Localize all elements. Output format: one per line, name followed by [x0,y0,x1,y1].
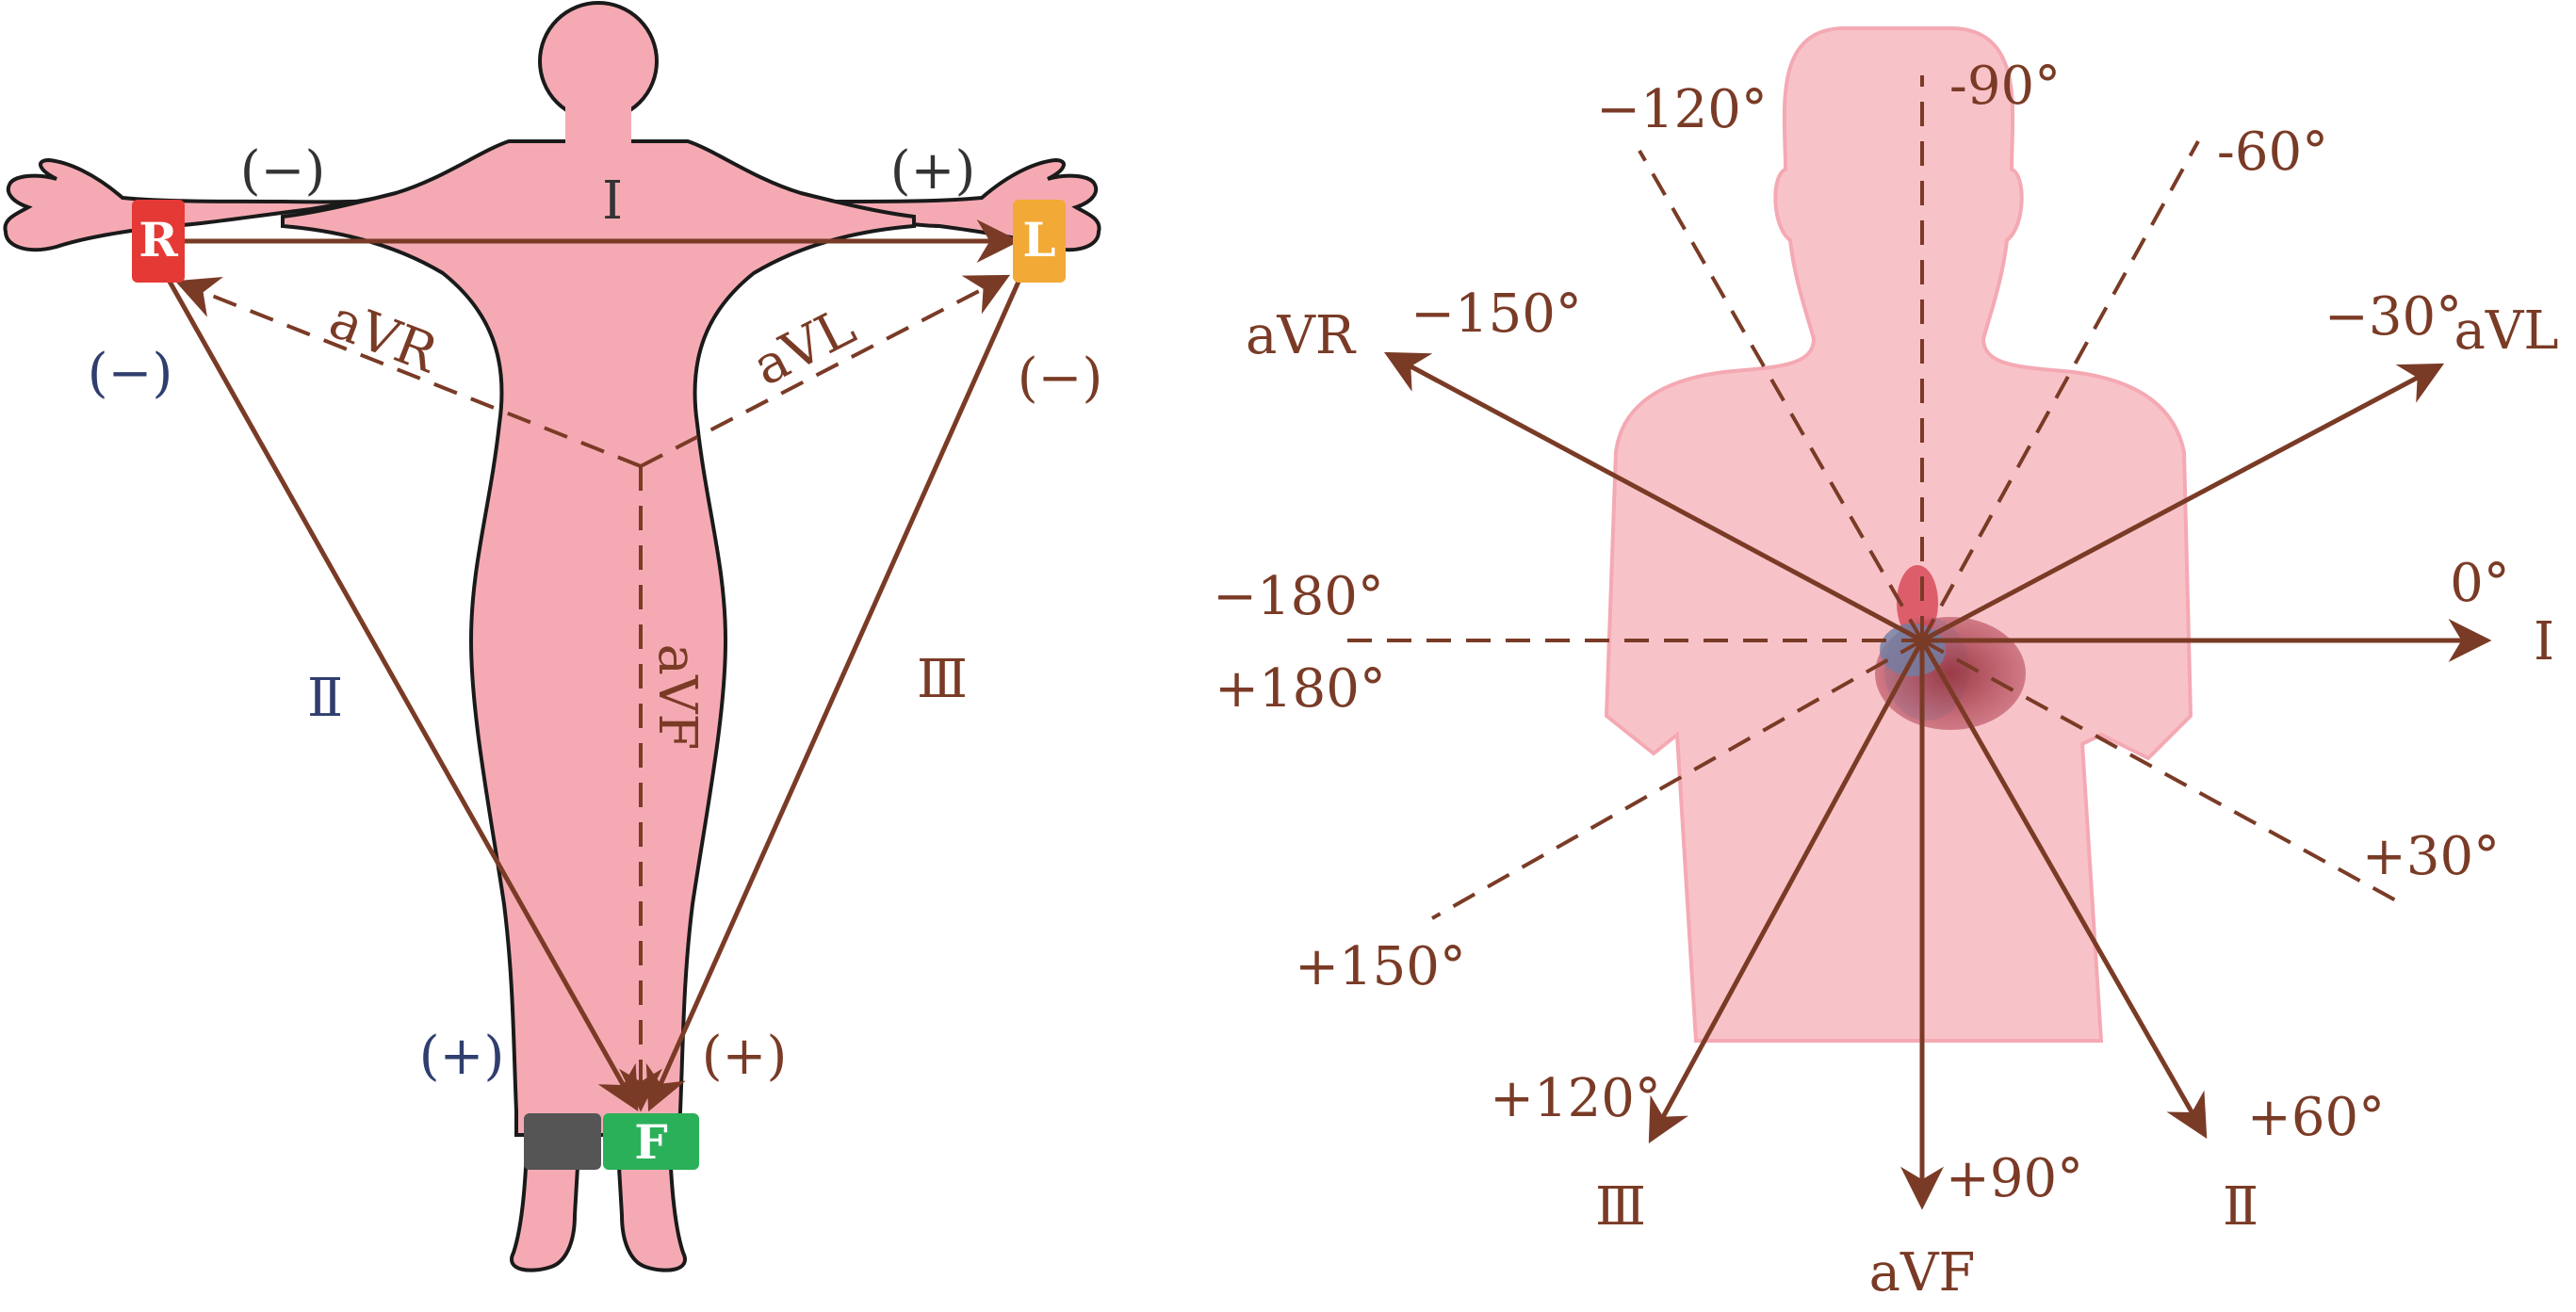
lead-II-label: Ⅱ [307,668,343,729]
axis-label-I: Ⅰ [2534,611,2554,672]
electrode-ground [524,1113,601,1170]
axis-label-aVR: aVR [1246,305,1357,366]
neck [565,104,631,155]
lead-aVL-line [640,274,1011,468]
electrode-L: L [1013,200,1066,283]
lead-aVF-label: aVF [646,644,708,751]
lead-axes [1383,351,2492,1210]
lead-aVR-label: aVR [321,289,447,386]
lead-aVL-label: aVL [743,296,864,397]
angle-0: 0° [2450,553,2510,614]
angle-plus120: +120° [1490,1068,1661,1129]
axis-label-aVF: aVF [1869,1242,1976,1304]
lead-III-label: Ⅲ [917,649,968,710]
right-figure: Ⅰ aVL aVR aVF Ⅱ Ⅲ 0° −30° -60° -90° −120… [1213,26,2559,1304]
svg-text:F: F [634,1114,668,1170]
lead-III-line [645,271,1025,1112]
lead-III-positive: (+) [702,1026,788,1087]
electrode-R: R [132,200,185,283]
lead-III-negative: (−) [1018,348,1103,409]
electrode-F: F [603,1113,699,1170]
angle-plus60: +60° [2247,1087,2385,1148]
lead-I-negative: (−) [240,140,326,202]
angle-minus150: −150° [1410,283,1582,345]
axis-minus60 [1920,140,2200,641]
svg-text:R: R [139,212,178,267]
lead-aVR-line [174,276,642,468]
lead-II-negative: (−) [88,343,173,404]
axis-label-III: Ⅲ [1595,1176,1646,1238]
axis-lead-III [1648,639,1925,1144]
left-figure: R L F Ⅰ Ⅱ Ⅲ aVR aVL aVF (−) (+) (−) (−) … [3,1,1103,1272]
angle-minus90: -90° [1949,56,2061,117]
axis-lead-aVR [1383,351,1924,643]
angle-minus30: −30° [2324,286,2462,348]
lead-I-label: Ⅰ [602,170,623,232]
angle-minus60: -60° [2217,121,2328,183]
angle-minus120: −120° [1596,79,1768,140]
axis-label-aVL: aVL [2454,300,2558,362]
angle-plus30: +30° [2362,826,2500,887]
axis-plus30 [1921,639,2404,906]
angle-plus150: +150° [1295,936,1466,997]
angle-plus90: +90° [1946,1148,2083,1209]
reference-axes [1347,75,2404,920]
torso-silhouette [1604,26,2193,1043]
lead-II-line [162,271,639,1112]
svg-text:L: L [1022,212,1055,267]
lead-II-positive: (+) [419,1026,505,1087]
axis-plus150 [1431,639,1923,920]
axis-label-II: Ⅱ [2223,1176,2258,1238]
head [538,1,659,121]
axis-center [1916,634,1929,647]
angle-minus180: −180° [1213,566,1384,627]
angle-plus180: +180° [1215,658,1386,720]
body-main [281,139,916,1137]
axis-minus120 [1638,150,1924,641]
axis-lead-II [1919,639,2208,1139]
axis-lead-aVL [1920,363,2445,643]
torso-shape [1604,26,2193,1043]
lead-I-positive: (+) [890,140,976,202]
